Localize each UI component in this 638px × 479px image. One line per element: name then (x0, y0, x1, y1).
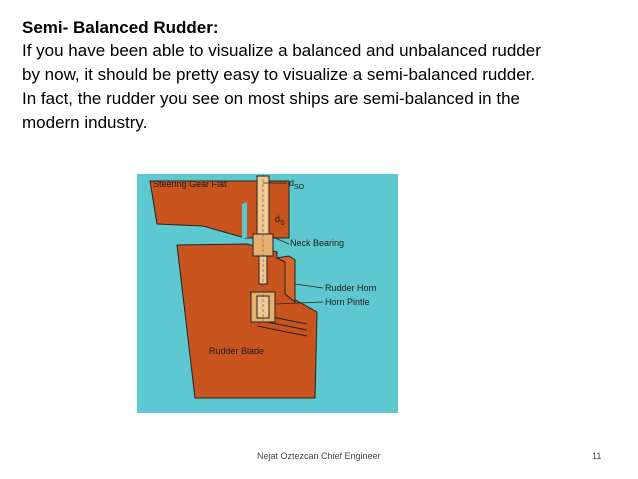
label-ds-sub: S (280, 220, 285, 227)
footer-page-number: 11 (592, 451, 602, 461)
label-ds: dS (275, 214, 285, 227)
body-line-2: by now, it should be pretty easy to visu… (22, 65, 536, 84)
label-dso-sub: SO (294, 184, 305, 191)
hull-slot (242, 202, 247, 238)
label-horn-pintle: Horn Pintle (325, 297, 370, 307)
label-ds-main: d (275, 214, 280, 224)
leader-neck-bearing (272, 236, 290, 245)
leader-rudder-horn (294, 283, 324, 289)
label-dso: dSO (289, 178, 305, 191)
label-dso-main: d (289, 178, 294, 188)
leader-horn-pintle (274, 301, 324, 305)
rudder-diagram-svg: Steering Gear Flat dSO dS Neck Bearing R… (137, 174, 398, 413)
body-line-4: modern industry. (22, 113, 148, 132)
body-line-1: If you have been able to visualize a bal… (22, 41, 541, 60)
slide-heading: Semi- Balanced Rudder: (22, 18, 219, 37)
footer-credit: Nejat Oztezcan Chief Engineer (257, 451, 381, 461)
horn-hatch-3 (256, 325, 308, 337)
body-line-3: In fact, the rudder you see on most ship… (22, 89, 520, 108)
rudder-diagram: Steering Gear Flat dSO dS Neck Bearing R… (137, 174, 398, 413)
rudder-horn (275, 255, 296, 304)
slide-text: Semi- Balanced Rudder: If you have been … (22, 16, 622, 135)
label-neck-bearing: Neck Bearing (290, 238, 344, 248)
label-rudder-horn: Rudder Horn (325, 283, 377, 293)
label-steering-gear-flat: Steering Gear Flat (153, 179, 227, 189)
label-rudder-blade: Rudder Blade (209, 346, 264, 356)
